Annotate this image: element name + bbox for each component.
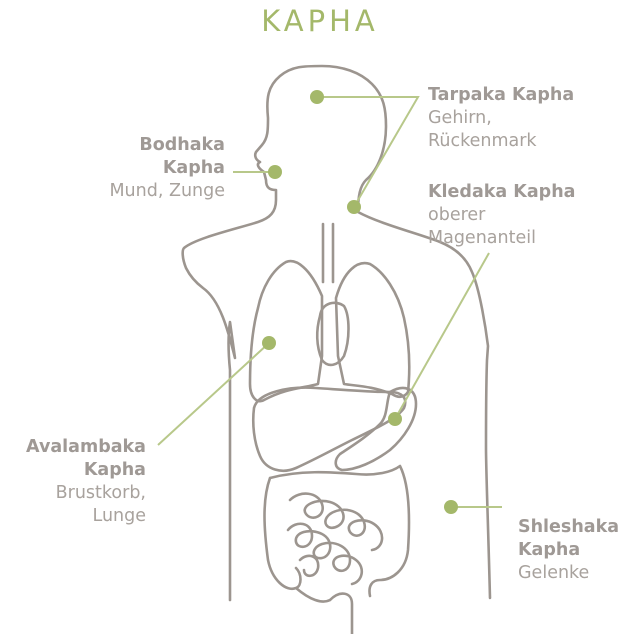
label-desc: oberer xyxy=(428,204,575,227)
label-desc: Magenanteil xyxy=(428,227,575,250)
dot-tarpaka xyxy=(310,90,324,104)
connector-kledaka xyxy=(395,253,489,419)
label-shleshaka-kapha: Shleshaka Kapha Gelenke xyxy=(518,516,619,585)
label-desc: Rückenmark xyxy=(428,130,574,153)
connector-tarpaka xyxy=(317,97,418,207)
page-title: KAPHA xyxy=(0,4,640,38)
label-name: Tarpaka Kapha xyxy=(428,84,574,107)
label-desc: Gehirn, xyxy=(428,107,574,130)
label-desc: Lunge xyxy=(0,505,146,528)
label-name: Avalambaka xyxy=(0,436,146,459)
label-kledaka-kapha: Kledaka Kapha oberer Magenanteil xyxy=(428,181,575,250)
label-desc: Gelenke xyxy=(518,562,619,585)
label-desc: Mund, Zunge xyxy=(40,180,225,203)
label-name: Kapha xyxy=(40,157,225,180)
esophagus xyxy=(323,224,333,282)
liver xyxy=(253,388,405,471)
dot-tarpaka-throat xyxy=(347,200,361,214)
label-name: Bodhaka xyxy=(40,134,225,157)
dot-kledaka xyxy=(388,412,402,426)
label-avalambaka-kapha: Avalambaka Kapha Brustkorb, Lunge xyxy=(0,436,146,528)
label-name: Kapha xyxy=(0,459,146,482)
dot-avalambaka xyxy=(262,336,276,350)
large-intestine xyxy=(265,466,410,602)
dot-shleshaka xyxy=(444,500,458,514)
label-desc: Brustkorb, xyxy=(0,482,146,505)
rectum xyxy=(330,594,352,634)
label-bodhaka-kapha: Bodhaka Kapha Mund, Zunge xyxy=(40,134,225,203)
lung-left xyxy=(250,261,322,401)
label-name: Shleshaka xyxy=(518,516,619,539)
dot-bodhaka xyxy=(268,165,282,179)
label-tarpaka-kapha: Tarpaka Kapha Gehirn, Rückenmark xyxy=(428,84,574,153)
label-name: Kledaka Kapha xyxy=(428,181,575,204)
small-intestine xyxy=(288,494,382,584)
lung-right xyxy=(336,263,409,397)
label-name: Kapha xyxy=(518,539,619,562)
